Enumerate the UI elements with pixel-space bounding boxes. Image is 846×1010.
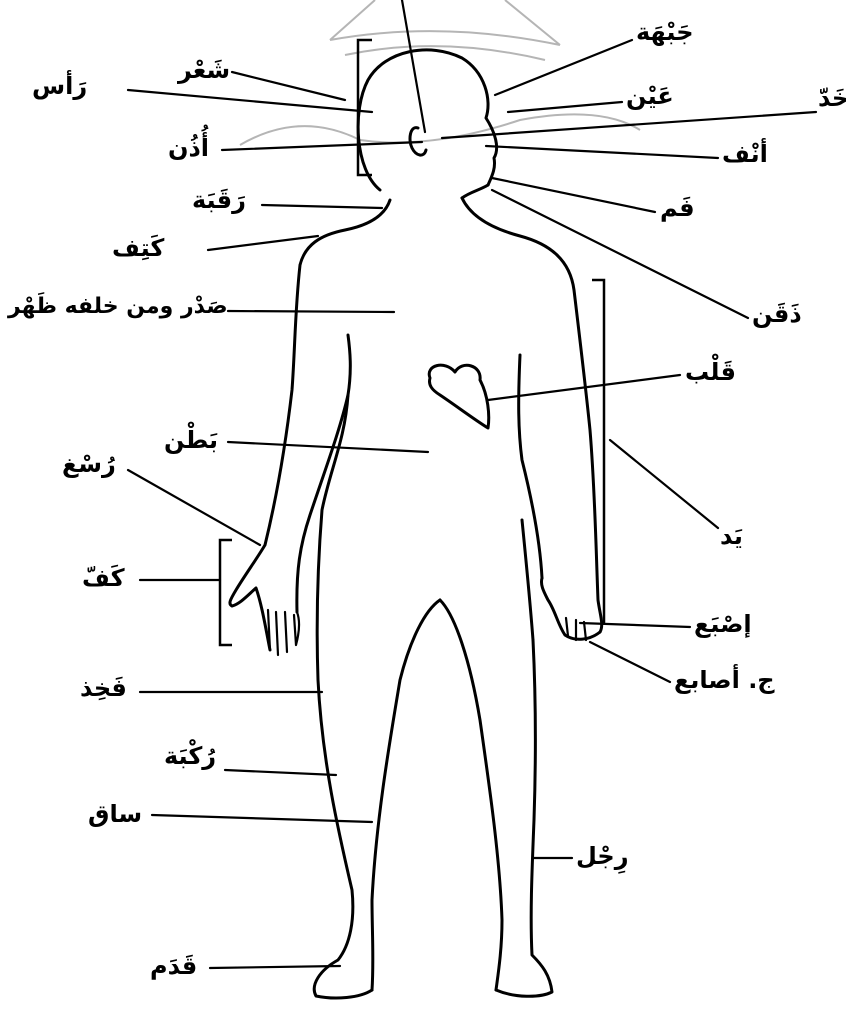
label-knee: رُكْبَة <box>164 744 216 768</box>
label-shoulder: كَتِف <box>112 236 164 260</box>
label-belly: بَطْن <box>164 428 218 452</box>
label-chin: ذَقَن <box>752 302 802 326</box>
label-ear: أُذُن <box>168 136 209 160</box>
label-nose: أنْف <box>722 142 768 166</box>
leader-lines <box>128 0 816 968</box>
label-fingers-plural: ج. أصابع <box>674 668 775 692</box>
figure-outline <box>230 50 602 998</box>
label-forehead: جَبْهَة <box>636 20 694 44</box>
label-heart: قَلْب <box>685 360 736 384</box>
watermark-logo <box>240 0 640 145</box>
label-head: رَأس <box>32 74 87 98</box>
label-palm: كَفّ <box>82 566 125 590</box>
label-eye: عَيْن <box>626 84 674 108</box>
label-foot: قَدَم <box>150 954 197 978</box>
label-neck: رَقَبَة <box>192 188 246 212</box>
label-cheek: خَدّ <box>818 86 846 110</box>
palm-bracket <box>220 540 232 645</box>
label-shin: ساق <box>88 802 142 826</box>
label-wrist: رُسْغ <box>62 452 116 476</box>
label-finger: إصْبَع <box>694 612 752 636</box>
label-thigh: فَخِذ <box>80 676 127 700</box>
label-hair: شَعْر <box>178 58 230 82</box>
label-chest-back: صَدْر ومن خلفه ظَهْر <box>8 296 228 318</box>
label-leg: رِجْل <box>576 844 629 868</box>
label-hand-arm: يَد <box>720 524 743 548</box>
label-mouth: فَم <box>660 196 695 220</box>
